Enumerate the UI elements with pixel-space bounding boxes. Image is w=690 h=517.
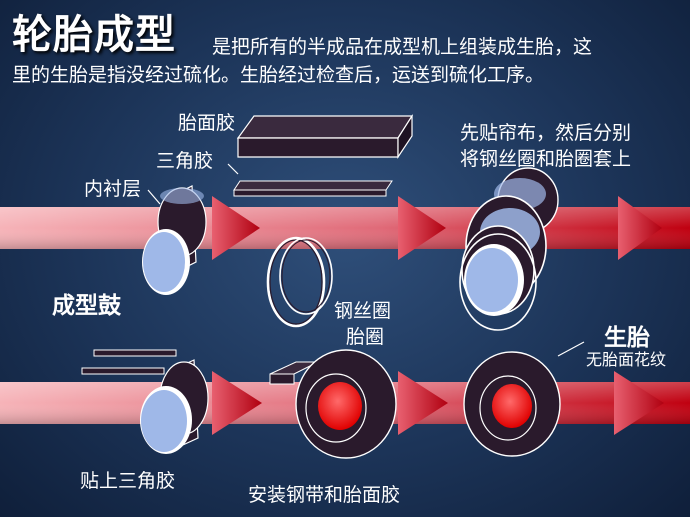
label-ply-note-1: 先贴帘布，然后分别 [460, 122, 632, 144]
description-line-1: 是把所有的半成品在成型机上组装成生胎，这 [212, 36, 593, 58]
pointer-line [227, 163, 239, 175]
arrow-head [398, 371, 448, 435]
label-green-tire: 生胎 [604, 325, 650, 351]
description-line-2: 里的生胎是指没经过硫化。生胎经过检查后，运送到硫化工序。 [12, 64, 545, 86]
label-apex: 三角胶 [156, 150, 214, 172]
label-tread: 胎面胶 [178, 112, 236, 134]
label-no-tread-pattern: 无胎面花纹 [586, 350, 667, 369]
arrow-band-row1 [0, 196, 690, 260]
pointer-line [147, 189, 161, 205]
drum-with-ply [459, 167, 559, 331]
green-tire [463, 351, 561, 457]
label-install-belt-tread: 安装钢带和胎面胶 [248, 484, 401, 506]
label-inner-liner: 内衬层 [84, 178, 142, 200]
drum-with-belt-tread [269, 349, 397, 459]
label-drum: 成型鼓 [52, 293, 121, 319]
bead-rings [266, 236, 333, 328]
arrow-head [614, 371, 664, 435]
tread-strip [236, 113, 414, 159]
label-bead: 胎圈 [346, 326, 385, 348]
building-drum [142, 185, 207, 295]
label-apply-apex: 贴上三角胶 [80, 470, 176, 492]
pointer-line [557, 341, 585, 357]
arrow-head [212, 371, 262, 435]
arrow-head [398, 196, 446, 260]
label-ply-note-2: 将钢丝圈和胎圈套上 [460, 148, 632, 170]
label-bead-wire: 钢丝圈 [334, 300, 392, 322]
drum-with-apex [81, 349, 209, 454]
arrow-head [212, 196, 260, 260]
arrow-head [618, 196, 662, 260]
page-title: 轮胎成型 [12, 12, 176, 58]
apex-strip [233, 180, 393, 197]
